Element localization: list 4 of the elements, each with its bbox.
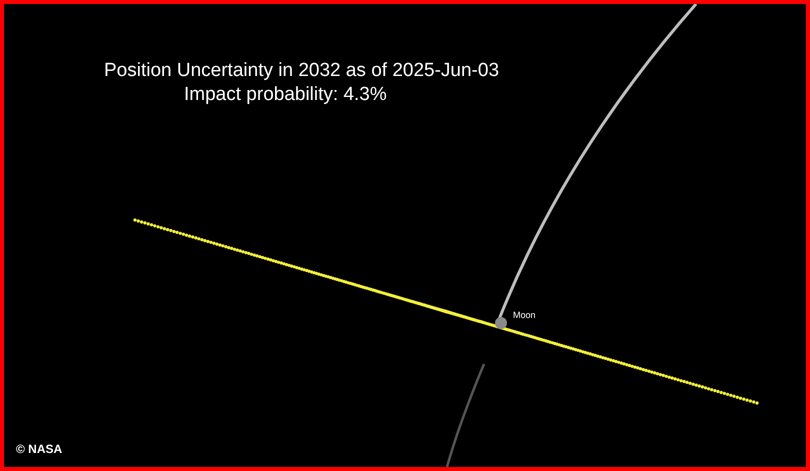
moon-label: Moon xyxy=(513,310,536,320)
title-text: Position Uncertainty in 2032 as of 2025-Jun-03 xyxy=(104,60,500,82)
impact-probability-text: Impact probability: 4.3% xyxy=(184,84,387,106)
credit-text: © NASA xyxy=(16,442,62,456)
